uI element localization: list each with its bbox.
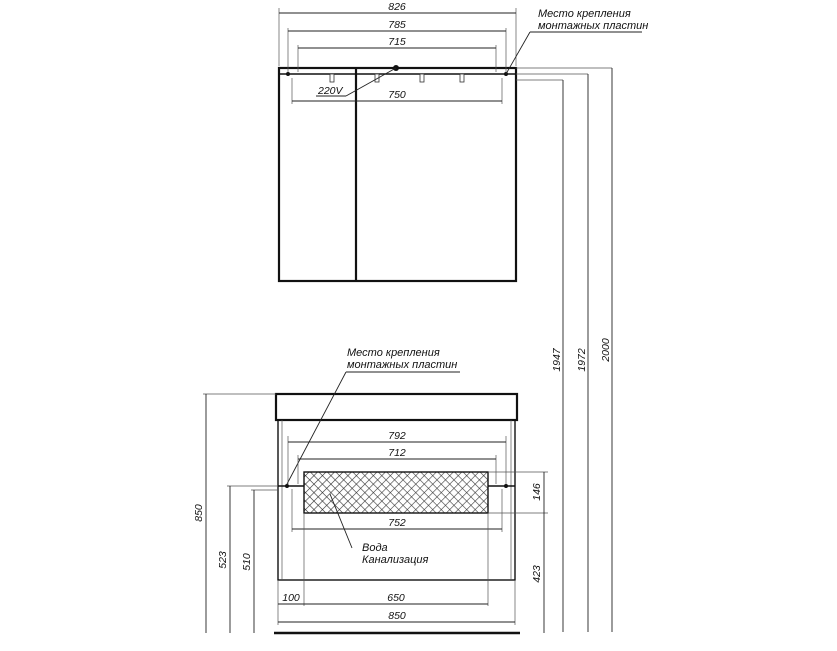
light-marker-1: [329, 73, 335, 83]
light-marker-3: [419, 73, 425, 83]
dim-1947: 1947: [551, 347, 563, 372]
height-dimensions: 1947 1972 2000: [516, 67, 613, 632]
utility-label-sewer: Канализация: [362, 554, 428, 566]
dim-423: 423: [531, 565, 543, 583]
dim-750: 750: [388, 89, 406, 101]
utility-label-water: Вода: [362, 542, 388, 554]
dim-712: 712: [388, 447, 406, 459]
dim-850-height: 850: [193, 504, 205, 522]
light-marker-4: [459, 73, 465, 83]
mirror-mount-note-line1: Место крепления: [538, 8, 631, 20]
dim-523: 523: [217, 551, 229, 569]
vanity-dimensions: Место крепления монтажных пластин 792 71…: [193, 347, 548, 633]
dim-785: 785: [388, 19, 406, 31]
dim-510: 510: [241, 553, 253, 571]
dim-2000: 2000: [600, 338, 612, 363]
service-zone: [303, 471, 489, 514]
dim-792: 792: [388, 430, 406, 442]
vanity-mount-point-right: [504, 484, 508, 488]
dim-1972: 1972: [576, 348, 588, 372]
vanity-mount-note-line1: Место крепления: [347, 347, 440, 359]
vanity-top: [274, 392, 519, 422]
mount-point-left: [286, 72, 290, 76]
dim-826: 826: [388, 1, 406, 13]
dim-715: 715: [388, 36, 406, 48]
dim-146: 146: [531, 483, 543, 501]
mirror-mount-note-line2: монтажных пластин: [538, 20, 648, 32]
vanity-mount-note-line2: монтажных пластин: [347, 359, 457, 371]
dim-100: 100: [282, 592, 300, 604]
vanity-mount-point-left: [285, 484, 289, 488]
mirror-cabinet: [277, 65, 518, 283]
vanity-body: [277, 419, 516, 581]
label-220v: 220V: [317, 85, 344, 97]
dim-650: 650: [387, 592, 405, 604]
dim-850-width: 850: [388, 610, 406, 622]
mirror-dimensions: 826 785 715 750 220V Место крепления мон…: [278, 1, 648, 104]
dim-752: 752: [388, 517, 406, 529]
